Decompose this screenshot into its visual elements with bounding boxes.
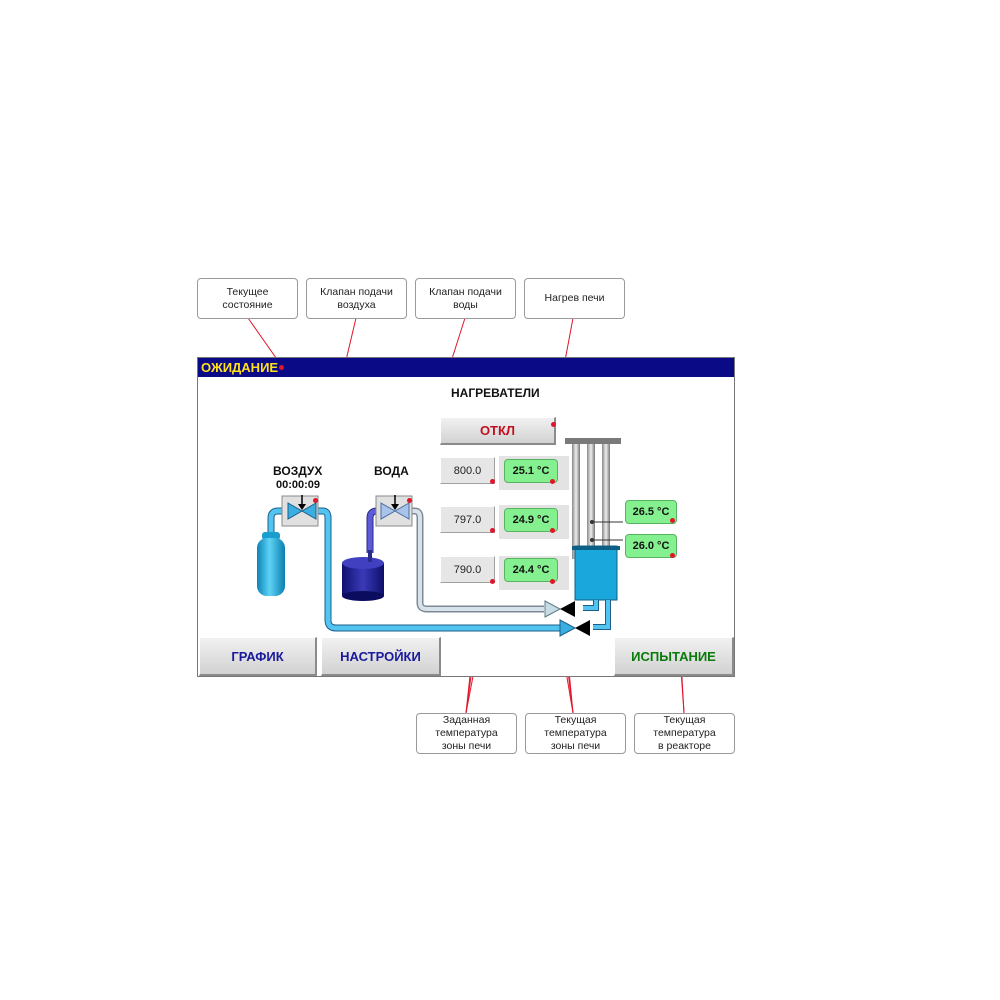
heaters-off-marker (551, 422, 556, 427)
zone-3-current-temp: 24.4 °C (504, 558, 558, 582)
process-diagram (257, 438, 623, 637)
callout-furnace-heating: Нагрев печи (524, 278, 625, 319)
test-button-label: ИСПЫТАНИЕ (631, 648, 716, 664)
callout-air-valve: Клапан подачи воздуха (306, 278, 407, 319)
zone-1-setpoint[interactable]: 800.0 (440, 457, 495, 484)
status-bar: ОЖИДАНИЕ (198, 358, 734, 377)
zone-2-setpoint-value: 797.0 (453, 513, 482, 526)
settings-button-label: НАСТРОЙКИ (340, 648, 421, 664)
callout-setpoint-temp: Заданная температура зоны печи (416, 713, 517, 754)
water-label: ВОДА (374, 464, 409, 478)
callout-zone-temp: Текущая температура зоны печи (525, 713, 626, 754)
air-label: ВОЗДУХ (273, 464, 323, 478)
zone-2-setpoint[interactable]: 797.0 (440, 506, 495, 533)
air-line (267, 507, 560, 632)
water-valve-marker (407, 498, 412, 503)
zone-2-setpoint-marker (490, 528, 495, 533)
reactor-temp-2: 26.0 °C (625, 534, 677, 558)
water-tank (342, 550, 384, 601)
state-marker (279, 365, 284, 370)
reactor-temp-2-marker (670, 553, 675, 558)
air-valve-marker (313, 498, 318, 503)
current-state-text: ОЖИДАНИЕ (201, 360, 279, 375)
reactor-temp-2-value: 26.0 °C (632, 540, 670, 552)
zone-2-current-temp: 24.9 °C (504, 508, 558, 532)
reactor-graphic (565, 438, 623, 630)
zone-1-current-value: 25.1 °C (512, 465, 550, 477)
reactor-temp-1-marker (670, 518, 675, 523)
zone-1-setpoint-marker (490, 479, 495, 484)
heaters-off-button[interactable]: ОТКЛ (440, 417, 556, 445)
heaters-title: НАГРЕВАТЕЛИ (451, 386, 540, 400)
air-cylinder (257, 532, 285, 596)
air-timer: 00:00:09 (276, 479, 321, 491)
callout-current-state: Текущее состояние (197, 278, 298, 319)
reactor-temp-1-value: 26.5 °C (632, 506, 670, 518)
air-valve-graphic (281, 495, 319, 527)
chart-button[interactable]: ГРАФИК (199, 637, 317, 676)
test-button[interactable]: ИСПЫТАНИЕ (614, 637, 734, 676)
zone-3-setpoint[interactable]: 790.0 (440, 556, 495, 583)
zone-3-temp-marker (550, 579, 555, 584)
heaters-off-label: ОТКЛ (479, 423, 516, 438)
chart-button-label: ГРАФИК (231, 648, 284, 664)
zone-3-setpoint-value: 790.0 (453, 563, 482, 576)
hmi-screen: ОЖИДАНИЕ (197, 357, 735, 677)
water-valve-graphic (375, 495, 413, 527)
reactor-temp-1: 26.5 °C (625, 500, 677, 524)
callout-reactor-temp: Текущая температура в реакторе (634, 713, 735, 754)
outlet-valves (544, 600, 590, 637)
zone-3-setpoint-marker (490, 579, 495, 584)
settings-button[interactable]: НАСТРОЙКИ (321, 637, 441, 676)
callout-water-valve: Клапан подачи воды (415, 278, 516, 319)
zone-2-current-value: 24.9 °C (512, 514, 550, 526)
zone-3-current-value: 24.4 °C (512, 564, 550, 576)
zone-1-temp-marker (550, 479, 555, 484)
zone-1-current-temp: 25.1 °C (504, 459, 558, 483)
zone-2-temp-marker (550, 528, 555, 533)
zone-1-setpoint-value: 800.0 (453, 464, 482, 477)
